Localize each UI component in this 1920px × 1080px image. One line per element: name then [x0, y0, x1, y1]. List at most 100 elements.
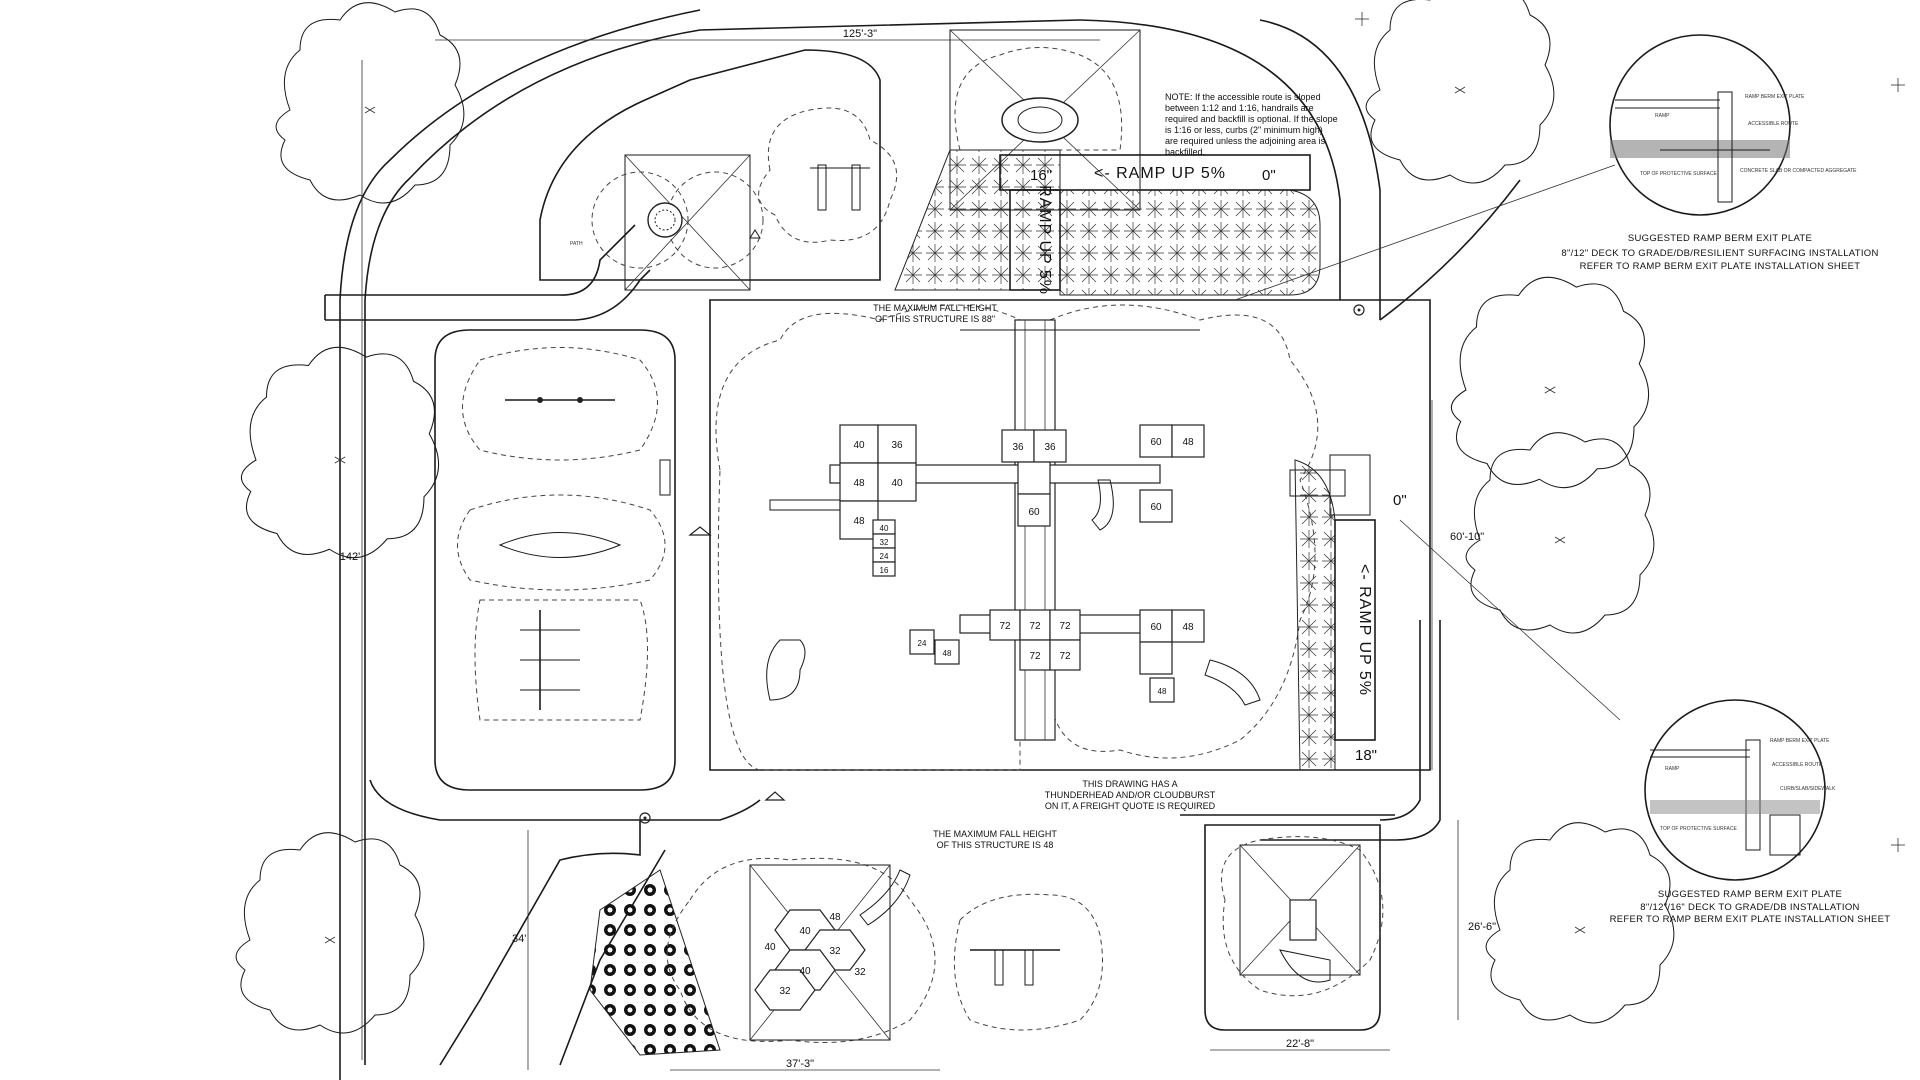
accessible-route-note-line: are required unless the adjoining area i…	[1165, 136, 1326, 146]
trash-receptacle-icon	[1353, 304, 1365, 316]
deck-height: 48	[853, 516, 865, 527]
deck-height: 60	[1150, 502, 1162, 513]
dim-bottom-right-width: 22'-8"	[1286, 1038, 1314, 1050]
deck-height: 32	[880, 538, 889, 547]
dim-bottom-left-width: 37'-3"	[786, 1058, 814, 1070]
deck-height: 36	[1044, 442, 1056, 453]
deck-height: 48	[829, 912, 841, 923]
right-ramp-height-end: 18"	[1355, 747, 1377, 764]
deck-height: 48	[1182, 437, 1194, 448]
deck-height: 72	[1059, 621, 1071, 632]
slide-icon	[1091, 479, 1114, 531]
surfacing-hatch	[1059, 189, 1321, 296]
detail-top-caption: REFER TO RAMP BERM EXIT PLATE INSTALLATI…	[1580, 261, 1861, 272]
deck-height: 24	[880, 552, 889, 561]
accessible-route-note-line: is 1:16 or less, curbs (2" minimum high)	[1165, 125, 1323, 135]
deck-48b	[839, 500, 879, 540]
detail-top: RAMP RAMP BERM EXIT PLATE ACCESSIBLE ROU…	[1234, 34, 1878, 301]
top-ramp-area: <- RAMP UP 5% 16" 0" RAMP UP 5% NOTE: If…	[894, 29, 1338, 296]
slide-icon	[766, 639, 806, 701]
left-play-zone	[434, 329, 676, 791]
small-fall-height-note: OF THIS STRUCTURE IS 48	[937, 840, 1054, 850]
detail-top-label: TOP OF PROTECTIVE SURFACE	[1640, 171, 1717, 177]
detail-bottom-caption: REFER TO RAMP BERM EXIT PLATE INSTALLATI…	[1610, 914, 1891, 925]
tree-canopy-icon	[1465, 432, 1655, 634]
deck-36a	[877, 424, 917, 464]
detail-top-label: RAMP BERM EXIT PLATE	[1745, 94, 1805, 100]
detail-bottom-caption: 8"/12"/16" DECK TO GRADE/DB INSTALLATION	[1640, 902, 1859, 913]
tree-canopy-icon	[235, 832, 425, 1034]
slide-icon	[859, 869, 911, 926]
deck-height: 60	[1028, 507, 1040, 518]
tree-canopy-icon	[1451, 276, 1650, 489]
tree-canopy-icon	[241, 346, 440, 559]
deck-40b	[877, 462, 917, 502]
dim-bottom-left-height: 34'	[512, 933, 526, 945]
dim-left-height: 142'	[340, 551, 360, 563]
planting-bed	[589, 869, 721, 1056]
deck-height: 40	[799, 966, 811, 977]
right-ramp-height-start: 0"	[1393, 492, 1407, 509]
trees	[235, 0, 1675, 1034]
deck-height: 72	[1029, 651, 1041, 662]
north-marker-icon	[688, 526, 712, 536]
tree-canopy-icon	[1365, 0, 1555, 184]
dimension-lines: 125'-3" 142' 60'-10" 34' 26'-6" 37'-3" 2…	[340, 28, 1496, 1071]
freight-note: THIS DRAWING HAS A THUNDERHEAD AND/OR CL…	[1045, 779, 1216, 811]
accessible-route-note-line: NOTE: If the accessible route is sloped	[1165, 92, 1321, 102]
detail-bottom-caption: SUGGESTED RAMP BERM EXIT PLATE	[1658, 889, 1842, 900]
deck-height: 72	[1059, 651, 1071, 662]
deck-height: 48	[943, 649, 952, 658]
dim-right-height: 60'-10"	[1450, 531, 1484, 543]
spinner-icon	[647, 202, 683, 238]
deck-height: 32	[829, 946, 841, 957]
accessible-route-note: NOTE: If the accessible route is sloped …	[1165, 92, 1338, 157]
north-marker-icon	[764, 791, 786, 801]
net-climber-icon	[1001, 97, 1079, 143]
small-fall-height-note: THE MAXIMUM FALL HEIGHT	[933, 829, 1057, 839]
trash-receptacle-icon	[639, 812, 651, 824]
deck-height: 48	[1158, 687, 1167, 696]
deck-height: 48	[853, 478, 865, 489]
top-vertical-ramp	[1009, 189, 1061, 291]
deck-height: 72	[999, 621, 1011, 632]
accessible-route-note-line: required and backfill is optional. If th…	[1165, 114, 1338, 124]
deck-height: 40	[764, 942, 776, 953]
accessible-route-note-line: backfilled.	[1165, 147, 1205, 157]
deck-height: 40	[799, 926, 811, 937]
detail-bottom-label: RAMP BERM EXIT PLATE	[1770, 738, 1830, 744]
detail-bottom-label: TOP OF PROTECTIVE SURFACE	[1660, 826, 1737, 832]
detail-top-caption: 8"/12" DECK TO GRADE/DB/RESILIENT SURFAC…	[1561, 248, 1878, 259]
detail-top-label: RAMP	[1655, 113, 1670, 119]
detail-bottom-label: RAMP	[1665, 766, 1680, 772]
detail-bottom-label: CURB/SLAB/SIDEWALK	[1780, 786, 1836, 792]
main-fall-height-note: THE MAXIMUM FALL HEIGHT	[873, 303, 997, 313]
deck-height: 48	[1182, 622, 1194, 633]
deck-height: 40	[891, 478, 903, 489]
detail-top-caption: SUGGESTED RAMP BERM EXIT PLATE	[1628, 233, 1812, 244]
bottom-right-structure	[1204, 824, 1384, 1031]
top-ramp-label: <- RAMP UP 5%	[1094, 165, 1226, 182]
deck-40	[839, 424, 879, 464]
bottom-left-structure: 40 32 40 32 48 32 40 THE MAXIMUM FALL HE…	[589, 829, 1103, 1056]
deck-height: 32	[854, 967, 866, 978]
detail-bottom-label: ACCESSIBLE ROUTE	[1772, 762, 1823, 768]
deck-height: 36	[891, 440, 903, 451]
right-ramp-area: <- RAMP UP 5% 0" 18"	[1294, 454, 1407, 771]
site-paths	[324, 9, 1521, 1080]
slide-icon	[1204, 659, 1261, 706]
octagon-deck-cluster: 40 32 40 32 48 32 40	[754, 909, 866, 1011]
right-ramp-label: <- RAMP UP 5%	[1356, 564, 1373, 696]
main-play-structure: 40 36 48 40 48 36 36 60 72 72 72 72 72 6…	[709, 299, 1431, 771]
deck-height: 40	[880, 524, 889, 533]
freight-note-line: THUNDERHEAD AND/OR CLOUDBURST	[1045, 790, 1216, 800]
deck-height: 16	[880, 566, 889, 575]
svg-text:PATH: PATH	[570, 241, 583, 247]
top-ramp-height-end: 0"	[1262, 167, 1276, 184]
freight-note-line: THIS DRAWING HAS A	[1082, 779, 1177, 789]
deck-height: 40	[853, 440, 865, 451]
dim-top-width: 125'-3"	[843, 28, 877, 40]
top-vertical-ramp-label: RAMP UP 5%	[1036, 185, 1053, 295]
slide-icon	[1279, 949, 1331, 983]
